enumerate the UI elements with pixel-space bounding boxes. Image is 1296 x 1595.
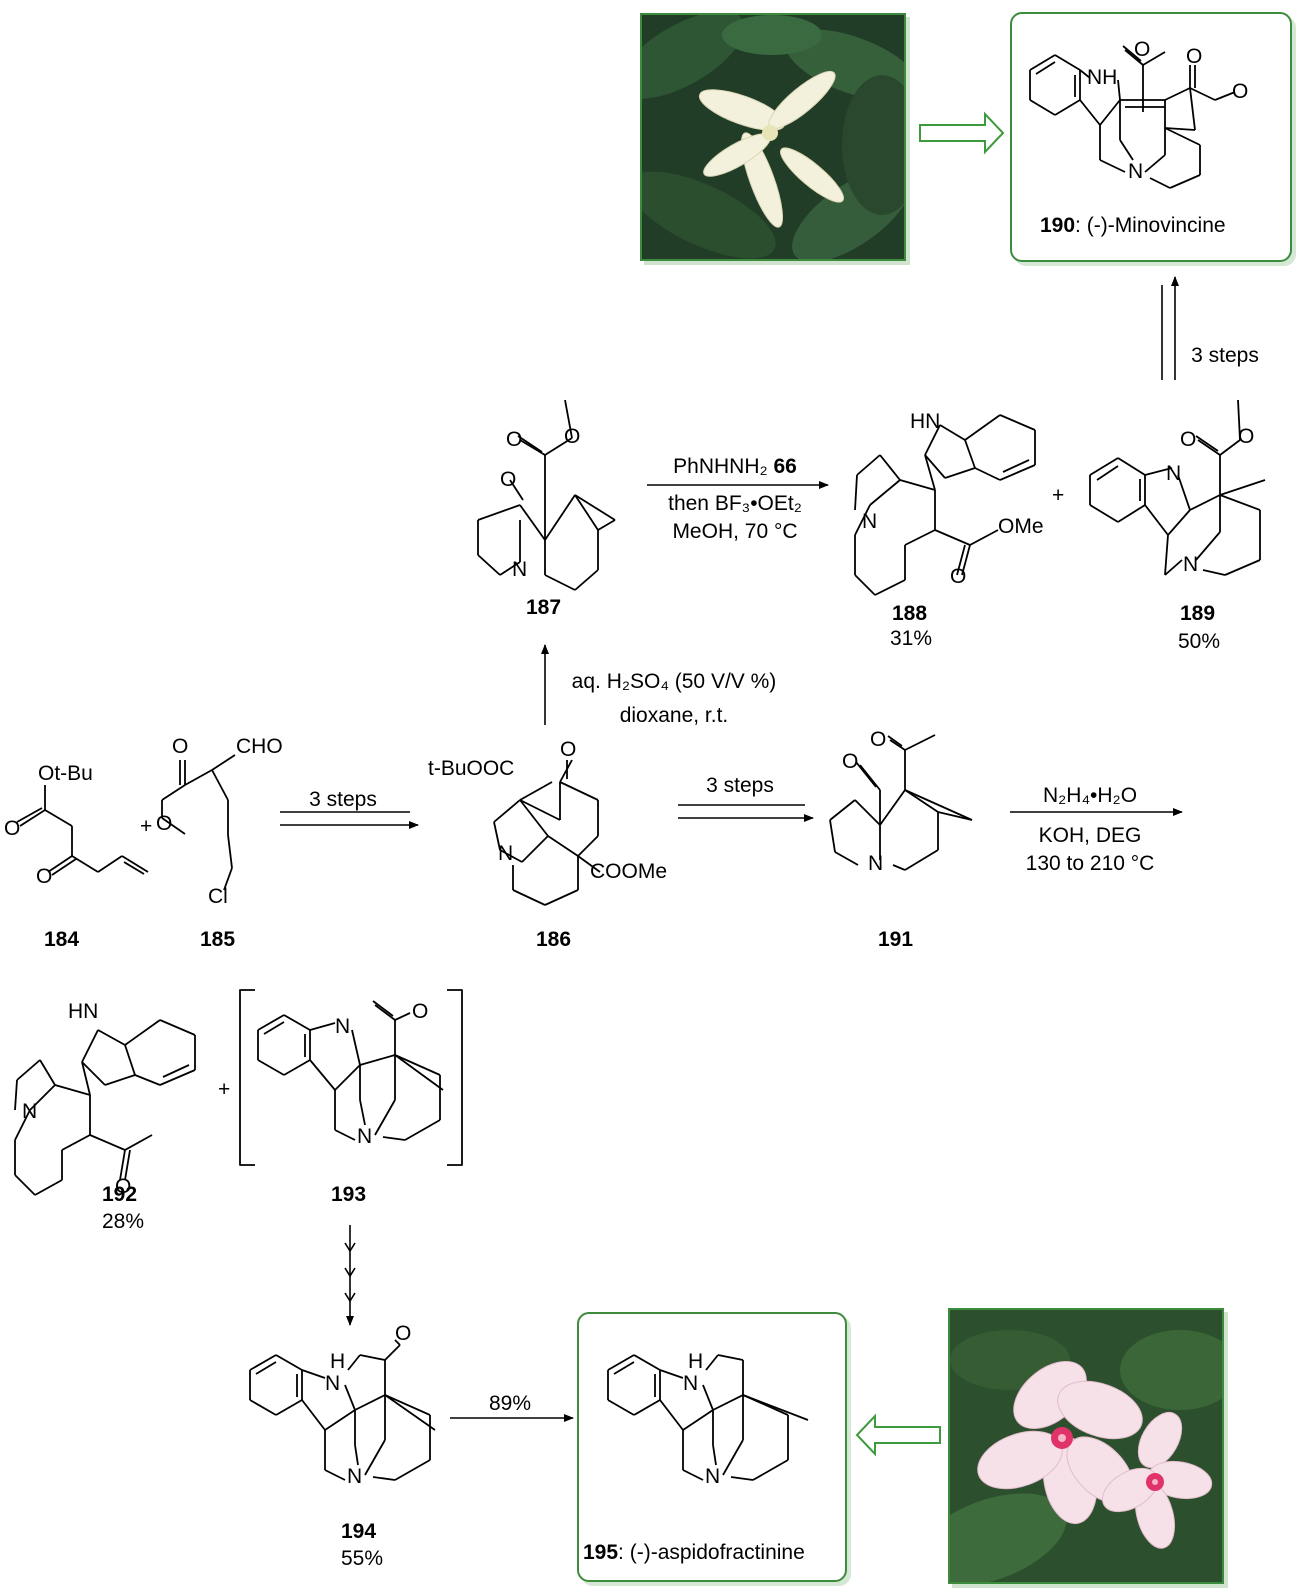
periwinkle-flower-photo [948,1308,1224,1584]
compound-number-186: 186 [536,928,572,951]
structure-184 [16,785,149,876]
caption-minovincine: 190: (-)-Minovincine [1040,214,1226,238]
yield-188: 31% [890,627,933,650]
compound-number-188: 188 [892,602,928,625]
atom-label-ome: OMe [998,515,1044,538]
minovincine-frame [1010,12,1292,262]
yield-189: 50% [1178,630,1221,653]
atom-label-o: O [506,428,523,451]
atom-label-cho: CHO [236,735,283,758]
atom-label-n: N [22,1100,38,1123]
atom-label-o: O [1238,425,1255,448]
compound-number-184: 184 [44,928,80,951]
compound-number-187: 187 [526,596,562,619]
atom-label-n: N [868,852,884,875]
atom-label-n: N [357,1125,373,1148]
reagent-koh: KOH, DEG [1038,824,1142,847]
atom-label-n: N [1128,160,1144,183]
atom-label-o: O [1186,45,1203,68]
reagent-3-steps-c: 3 steps [1191,344,1259,367]
atom-label-o: O [36,865,53,888]
atom-label-o: O [1232,80,1249,103]
atom-label-o: O [395,1322,412,1345]
compound-number-185: 185 [200,928,236,951]
structure-193 [239,989,463,1166]
compound-name-190: : (-)-Minovincine [1075,214,1226,237]
compound-number-189: 189 [1180,602,1216,625]
atom-label-n: N [512,558,528,581]
reagent-h2so4: aq. H₂SO₄ (50 V/V %) [571,670,777,693]
reagent-3-steps-b: 3 steps [706,774,774,797]
aspidofractinine-frame [577,1312,847,1582]
atom-label-cl: Cl [208,885,228,908]
compound-number-195: 195 [583,1541,619,1564]
atom-label-h: H [330,1350,346,1373]
compound-number-190: 190 [1040,214,1076,237]
compound-number-191: 191 [878,928,914,951]
reagent-bf3: then BF₃•OEt₂ [668,492,802,515]
atom-label-o: O [1180,428,1197,451]
structure-192 [14,1019,196,1196]
structure-194 [249,1339,436,1481]
reagent-temp: 130 to 210 °C [1025,852,1155,875]
compound-number-194: 194 [341,1520,377,1543]
magnolia-flower-photo [640,13,906,261]
atom-label-h: H [688,1350,704,1373]
atom-label-hn: HN [68,1000,99,1023]
atom-label-n: N [1183,553,1199,576]
plus-sign: + [140,815,153,838]
atom-label-tbuooc: t-BuOOC [428,757,515,780]
atom-label-cooMe: COOMe [590,860,668,883]
structure-189 [1089,399,1266,576]
structure-185 [161,754,236,891]
green-open-arrows [855,111,1005,1457]
atom-label-o: O [115,1175,132,1198]
atom-label-otbu: Ot-Bu [38,762,93,785]
atom-label-o: O [156,812,173,835]
structure-191 [829,734,973,871]
atom-label-n: N [325,1372,341,1395]
atom-label-n: N [335,1015,351,1038]
atom-label-hn: HN [910,410,941,433]
reagent-phnhnh2-text: PhNHNH₂ [673,455,774,478]
reagent-66: 66 [773,455,797,478]
structure-195 [607,1354,809,1481]
reagent-3-steps-a: 3 steps [309,788,377,811]
atom-label-n: N [683,1372,699,1395]
atom-label-n: N [862,510,878,533]
structure-190 [1029,45,1236,189]
atom-label-n: N [498,842,514,865]
structure-188 [854,414,1036,596]
atom-label-o: O [412,1000,429,1023]
yield-194: 55% [341,1547,384,1570]
caption-aspidofractinine: 195: (-)-aspidofractinine [583,1541,805,1565]
atom-label-n: N [347,1465,363,1488]
structure-187 [477,399,616,591]
atom-label-o: O [564,425,581,448]
reagent-n2h4: N₂H₄•H₂O [1042,784,1138,807]
atom-label-n: N [705,1465,721,1488]
atom-label-o: O [1134,38,1151,61]
atom-label-o: O [842,750,859,773]
atom-label-o: O [560,738,577,761]
atom-label-n: N [1166,462,1182,485]
yield-192: 28% [102,1210,145,1233]
atom-label-nh: NH [1087,66,1118,89]
atom-label-o: O [4,817,21,840]
reagent-dioxane: dioxane, r.t. [619,704,729,727]
atom-label-o: O [950,565,967,588]
atom-label-o: O [500,468,517,491]
reagent-89: 89% [488,1392,532,1415]
compound-number-193: 193 [331,1183,367,1206]
plus-sign: + [1052,484,1065,507]
atom-label-o: O [172,735,189,758]
reagent-phnhnh2: PhNHNH₂ 66 [640,453,830,481]
compound-name-195: : (-)-aspidofractinine [618,1541,805,1564]
structure-186 [493,759,601,906]
compound-number-192: 192 [102,1183,138,1206]
atom-label-o: O [870,728,887,751]
plus-sign: + [218,1078,231,1101]
reagent-meoh: MeOH, 70 °C [672,520,798,543]
